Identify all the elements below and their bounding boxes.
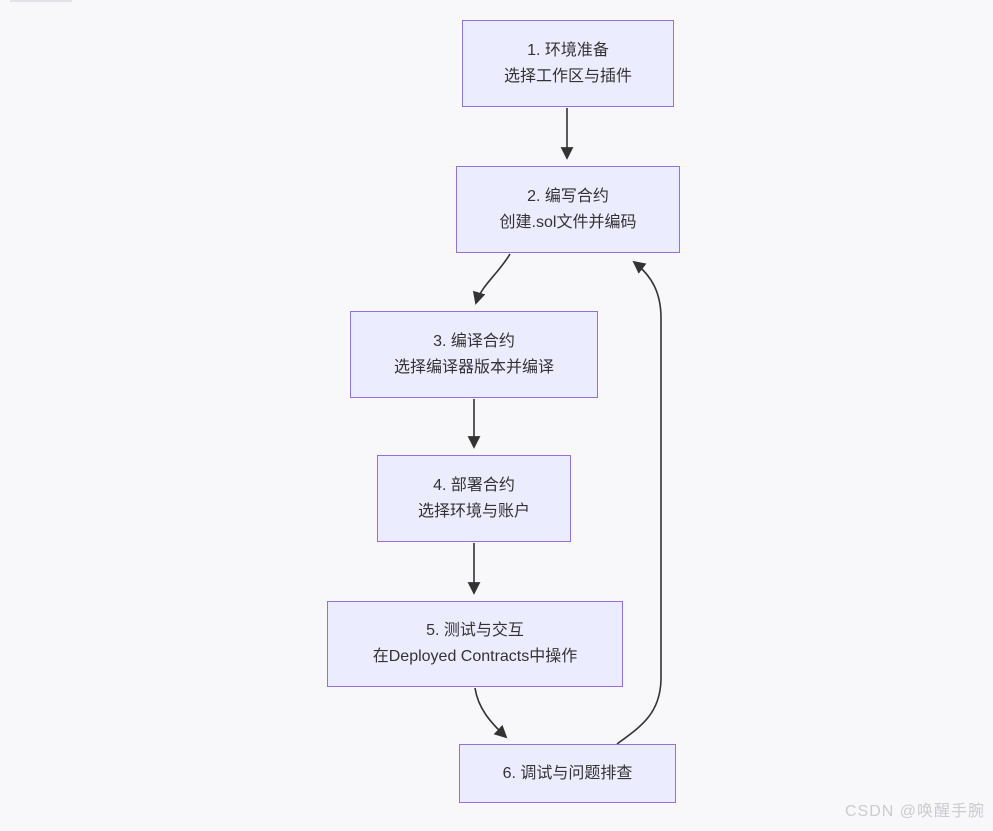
node-subtitle: 选择编译器版本并编译 xyxy=(393,358,554,376)
flow-node-step-2: 2. 编写合约 创建.sol文件并编码 xyxy=(456,166,680,253)
flow-node-step-6: 6. 调试与问题排查 xyxy=(459,744,676,803)
edge-step6-step2-feedback xyxy=(616,260,662,745)
flow-node-step-5: 5. 测试与交互 在Deployed Contracts中操作 xyxy=(327,601,623,687)
flow-node-step-4: 4. 部署合约 选择环境与账户 xyxy=(377,455,571,542)
node-subtitle: 创建.sol文件并编码 xyxy=(499,213,637,231)
node-subtitle: 选择环境与账户 xyxy=(417,502,530,520)
node-subtitle: 选择工作区与插件 xyxy=(503,67,632,85)
node-title: 4. 部署合约 xyxy=(433,476,515,494)
screenshot-edge-artifact xyxy=(10,0,72,2)
edge-step5-step6 xyxy=(474,687,508,739)
node-subtitle: 在Deployed Contracts中操作 xyxy=(372,648,578,665)
node-title: 3. 编译合约 xyxy=(433,332,515,350)
edge-step2-step3 xyxy=(472,253,511,305)
node-title: 1. 环境准备 xyxy=(527,41,609,59)
node-title: 5. 测试与交互 xyxy=(426,622,524,639)
flow-node-step-1: 1. 环境准备 选择工作区与插件 xyxy=(462,20,674,107)
node-title: 6. 调试与问题排查 xyxy=(502,764,633,782)
flow-node-step-3: 3. 编译合约 选择编译器版本并编译 xyxy=(350,311,598,398)
node-title: 2. 编写合约 xyxy=(527,187,609,205)
csdn-watermark: CSDN @唤醒手腕 xyxy=(844,803,985,820)
